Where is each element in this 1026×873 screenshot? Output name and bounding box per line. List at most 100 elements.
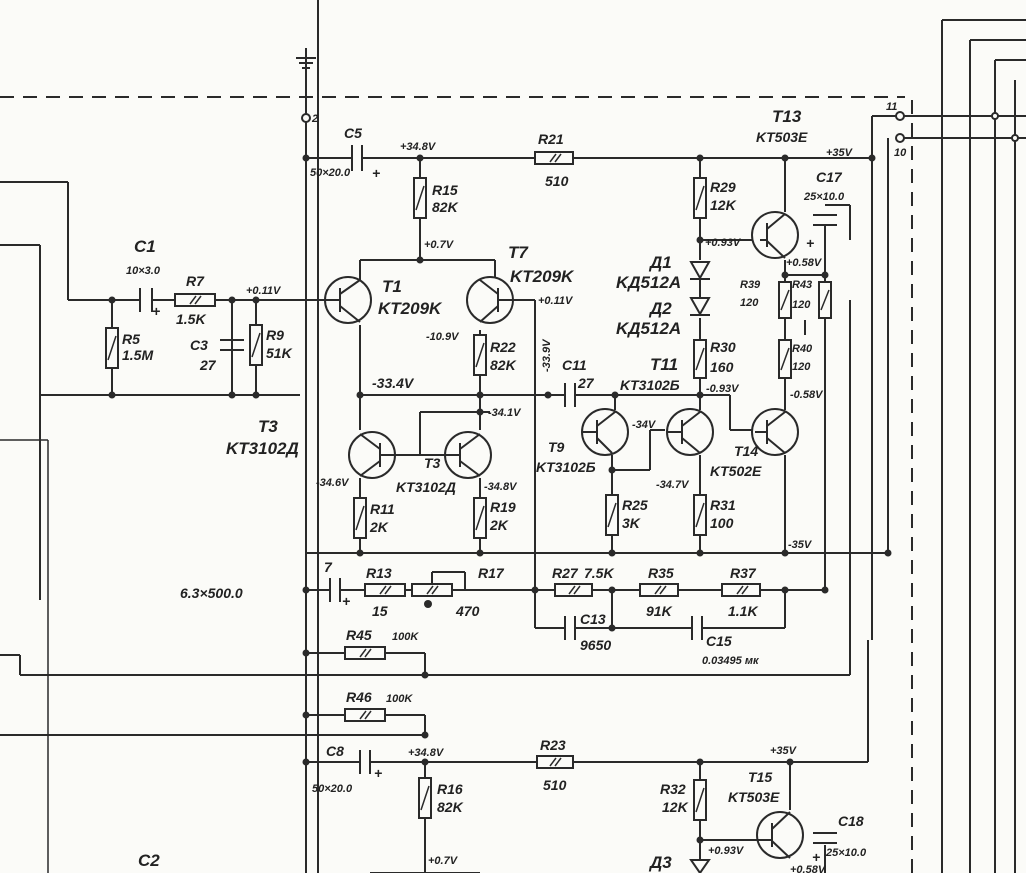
v-p011-in: +0.11V	[246, 285, 282, 297]
r40-resistor	[778, 339, 792, 379]
r9-ref: R9	[266, 327, 284, 343]
t5-type: KT3102Д	[396, 479, 456, 495]
v-m334: -33.4V	[372, 375, 415, 391]
c13-ref: C13	[580, 611, 606, 627]
v-p093-bottom: +0.93V	[708, 845, 745, 857]
r17-potentiometer	[411, 572, 453, 608]
r43-value: 120	[792, 299, 811, 311]
t13-ref: T13	[772, 107, 802, 126]
c18-ref: C18	[838, 813, 864, 829]
v-m34: -34V	[632, 419, 657, 431]
r13-resistor	[364, 583, 406, 597]
t3-ref: T3	[258, 417, 278, 436]
r5-resistor	[105, 327, 119, 369]
junctions	[108, 154, 892, 844]
r32-ref: R32	[660, 781, 686, 797]
v-p348-bottom: +34.8V	[408, 747, 445, 759]
t9-ref: T9	[548, 439, 565, 455]
r15-resistor	[413, 177, 427, 219]
bus-terminal	[1011, 134, 1019, 142]
r11-value: 2K	[369, 519, 389, 535]
c8-capacitor	[359, 750, 371, 774]
c13-value: 9650	[580, 637, 611, 653]
terminal-11	[895, 111, 905, 121]
r23-resistor	[536, 755, 574, 769]
r29-resistor	[693, 177, 707, 219]
c15-value: 0.03495 мк	[702, 655, 760, 667]
t9-type: KT3102Б	[536, 459, 596, 475]
v-p093-top: +0.93V	[705, 237, 742, 249]
t9-transistor	[581, 408, 629, 456]
t3b-ref: T3	[424, 455, 441, 471]
t3-transistor	[348, 431, 396, 479]
r37-value: 1.1K	[728, 603, 758, 619]
v-m058: -0.58V	[790, 389, 824, 401]
r45-value: 100K	[392, 631, 419, 643]
c8-value: 50×20.0	[312, 783, 353, 795]
c7-capacitor	[329, 578, 341, 602]
r43-ref: R43	[792, 279, 812, 291]
transistors	[324, 211, 804, 859]
r29-value: 12K	[710, 197, 737, 213]
d1-diode	[689, 261, 711, 298]
v-p348-top: +34.8V	[400, 141, 437, 153]
r17-value: 470	[455, 603, 480, 619]
c3-capacitor	[220, 339, 244, 351]
r22-ref: R22	[490, 339, 516, 355]
t11-type: KT3102Б	[620, 377, 680, 393]
r27-ref: R27	[552, 565, 579, 581]
r37-resistor	[721, 583, 761, 597]
r9-resistor	[249, 324, 263, 366]
r21-ref: R21	[538, 131, 564, 147]
t11-ref: T11	[650, 355, 678, 374]
t13-transistor	[751, 211, 799, 259]
r5-value: 1.5M	[122, 347, 153, 363]
capacitors	[139, 145, 837, 844]
bus-terminal	[991, 112, 999, 120]
r39-ref: R39	[740, 279, 761, 291]
r30-resistor	[693, 339, 707, 379]
t13-type: KT503E	[756, 129, 808, 145]
r16-value: 82K	[437, 799, 464, 815]
v-p07-top: +0.7V	[424, 239, 455, 251]
r32-resistor	[693, 779, 707, 821]
v-p058: +0.58V	[786, 257, 823, 269]
r25-ref: R25	[622, 497, 648, 513]
v-m341: -34.1V	[488, 407, 522, 419]
c11-ref: C11	[562, 357, 587, 373]
r46-value: 100K	[386, 693, 413, 705]
c18-value: 25×10.0	[825, 847, 867, 859]
v-m093: -0.93V	[706, 383, 740, 395]
t5-transistor	[444, 431, 492, 479]
r25-resistor	[605, 494, 619, 536]
c5-capacitor	[351, 145, 363, 171]
pin-10-label: 10	[894, 147, 907, 159]
d1-type: KД512A	[616, 273, 681, 292]
v-m346: -34.6V	[316, 477, 350, 489]
r31-ref: R31	[710, 497, 736, 513]
pin-11-label: 11	[886, 101, 897, 113]
r35-value: 91K	[646, 603, 673, 619]
c7-ref: 7	[324, 559, 333, 575]
connectors	[301, 111, 1019, 143]
labels: 2 11 10 C5 50×20.0 +34.8V R21 510 T13 KT…	[122, 101, 907, 873]
r19-value: 2K	[489, 517, 509, 533]
resistors	[105, 151, 832, 821]
t7-ref: T7	[508, 243, 529, 262]
svg-text:+: +	[372, 165, 380, 181]
svg-text:+: +	[812, 849, 820, 865]
r22-resistor	[473, 334, 487, 376]
r29-ref: R29	[710, 179, 736, 195]
r31-resistor	[693, 494, 707, 536]
r40-ref: R40	[792, 343, 813, 355]
r15-ref: R15	[432, 182, 458, 198]
c17-capacitor	[813, 214, 837, 226]
r25-value: 3K	[622, 515, 641, 531]
t7-type: KT209K	[510, 267, 575, 286]
r19-resistor	[473, 497, 487, 539]
r16-ref: R16	[437, 781, 463, 797]
r11-resistor	[353, 497, 367, 539]
t14-ref: T14	[734, 443, 758, 459]
